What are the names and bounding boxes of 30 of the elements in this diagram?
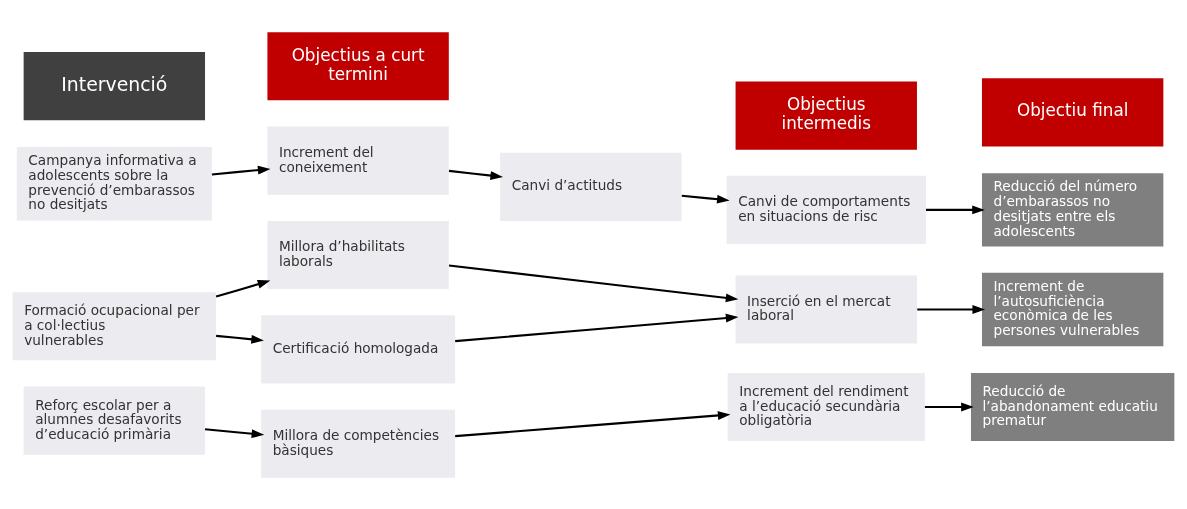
arrow — [926, 205, 985, 214]
arrow — [215, 279, 271, 298]
node-box: Objectius intermedis — [735, 80, 917, 150]
node-box: Increment del rendiment a l’educació secundària obligatòria — [727, 372, 925, 441]
node-box: Inserció en el mercat laboral — [735, 274, 917, 344]
arrow — [211, 165, 271, 176]
node-box: Objectiu final — [981, 77, 1164, 146]
node-box: Millora de competències bàsiques — [261, 409, 456, 478]
node-box: Objectius a curt termini — [267, 31, 449, 100]
arrow — [216, 334, 264, 344]
node-box: Campanya informativa a adolescents sobre la prevenció d’embarassos no desitjats — [16, 146, 212, 220]
node-box: Millora d’habilitats laborals — [267, 220, 449, 289]
node-box: Certificació homologada — [261, 314, 456, 383]
node-box: Canvi d’actituds — [500, 152, 682, 221]
arrow — [204, 427, 265, 438]
node-box: Formació ocupacional per a col·lectius vulnerables — [12, 291, 217, 360]
node-box: Increment del coneixement — [267, 126, 449, 195]
node-box: Canvi de comportaments en situacions de risc — [726, 175, 926, 244]
arrow — [448, 263, 739, 302]
node-box: Reducció del número d’embarassos no desitjats entre els adolescents — [981, 172, 1164, 247]
node-box: Reforç escolar per a alumnes desafavorits d’educació primària — [23, 386, 206, 455]
arrow — [917, 304, 986, 314]
node-box: Increment de l’autosuficiència econòmica de les persones vulnerables — [981, 272, 1164, 346]
node-box: Intervenció — [23, 51, 206, 120]
arrow — [448, 169, 503, 180]
arrow — [455, 410, 731, 437]
arrow — [681, 194, 730, 204]
arrow — [924, 402, 974, 411]
node-box: Reducció de l’abandonament educatiu prematur — [970, 372, 1175, 441]
arrow — [455, 313, 739, 342]
